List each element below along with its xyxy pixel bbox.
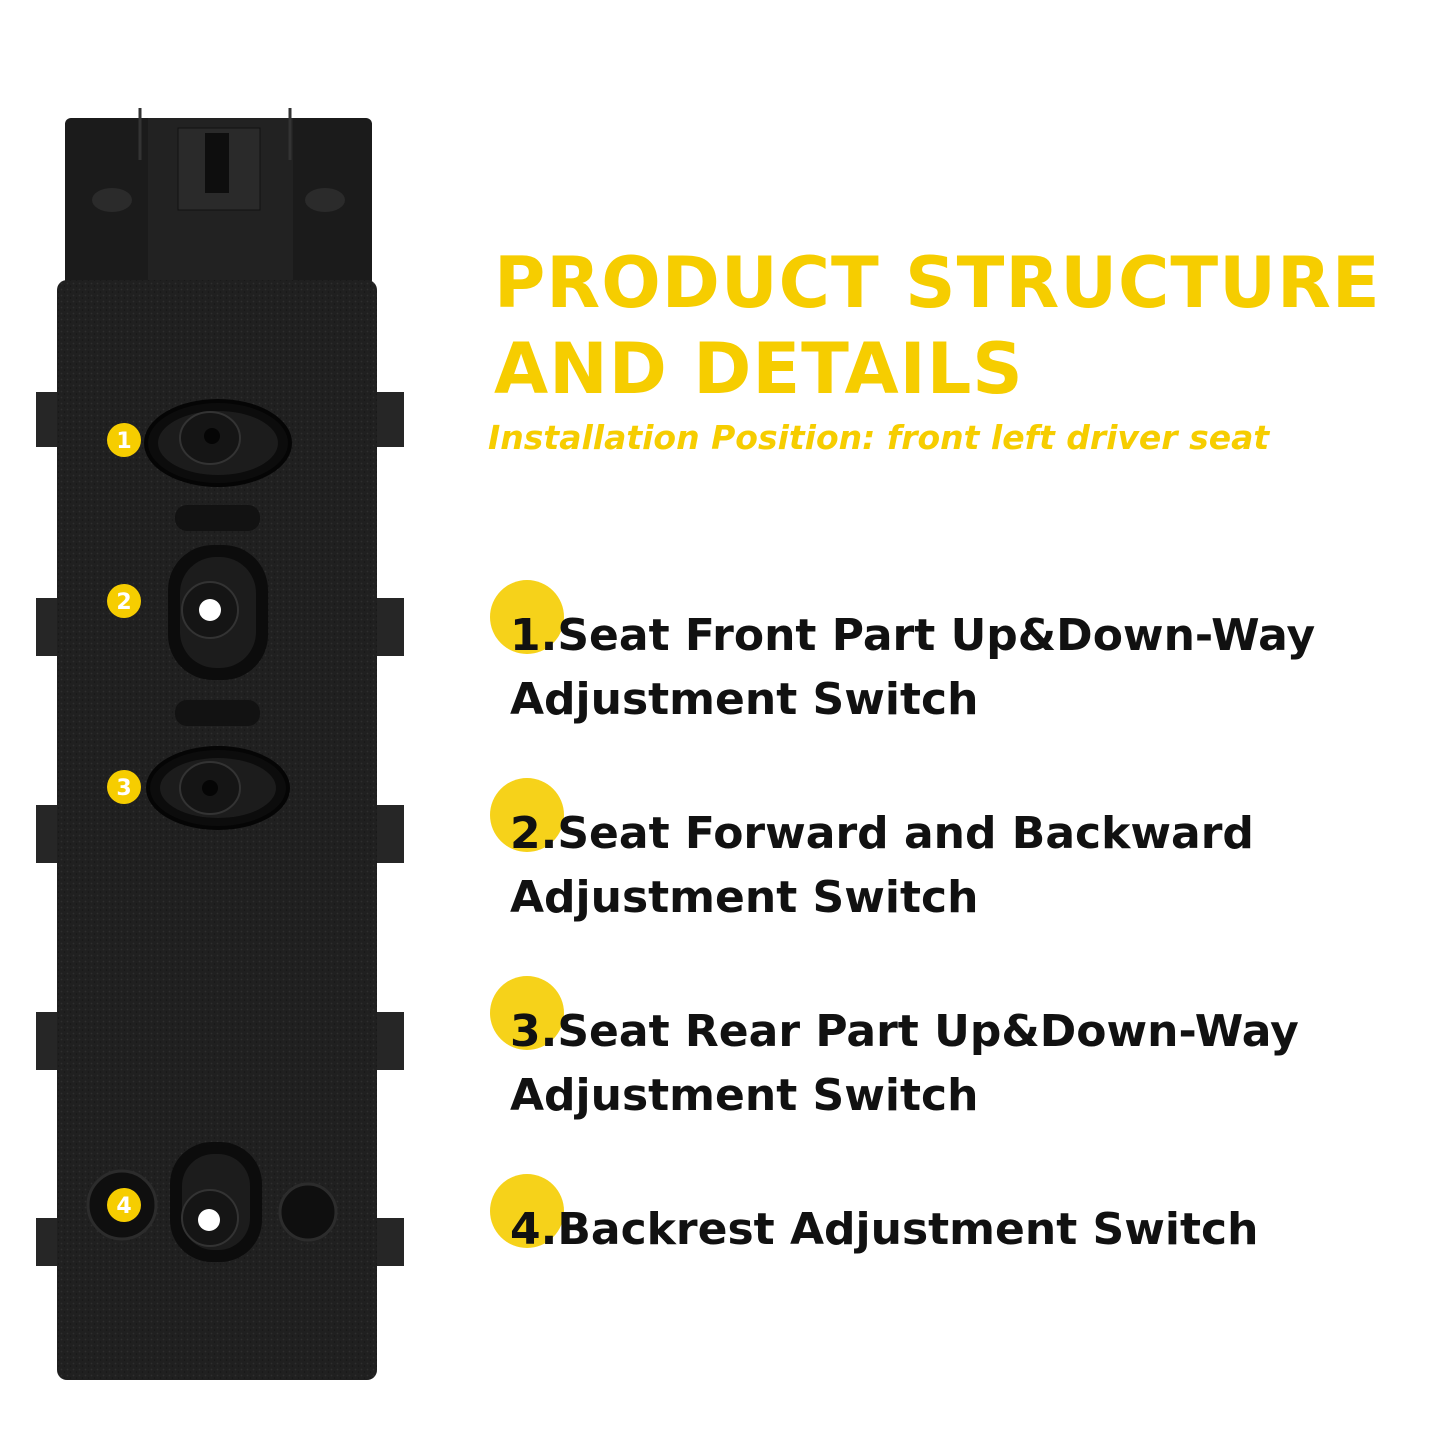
switch-3-rear-up-down xyxy=(146,746,290,830)
yellow-dot-icon xyxy=(490,580,564,654)
installation-position: Installation Position: front left driver… xyxy=(488,418,1270,457)
badge-4: 4 xyxy=(116,1194,131,1219)
side-clips xyxy=(36,392,404,1266)
switch-1-front-up-down xyxy=(144,399,292,487)
feature-line-2: Adjustment Switch xyxy=(510,674,979,725)
yellow-dot-icon xyxy=(490,1174,564,1248)
badge-3: 3 xyxy=(116,776,131,801)
feature-number: 3. xyxy=(510,1006,558,1057)
feature-line-2: Adjustment Switch xyxy=(510,1070,979,1121)
switch-4-backrest xyxy=(86,1142,338,1262)
number-badges: 1 2 3 4 xyxy=(107,423,141,1222)
feature-line-1: Seat Forward and Backward xyxy=(557,808,1254,859)
switch-divider xyxy=(175,700,260,726)
yellow-dot-icon xyxy=(490,778,564,852)
feature-line-2: Adjustment Switch xyxy=(510,872,979,923)
switch-2-forward-backward xyxy=(168,545,268,680)
feature-number: 1. xyxy=(510,610,558,661)
feature-number: 2. xyxy=(510,808,558,859)
feature-line-1: Backrest Adjustment Switch xyxy=(557,1204,1259,1255)
title-line-2: AND DETAILS xyxy=(494,328,1024,410)
seat-switch-illustration: 1 2 3 4 xyxy=(36,108,404,1380)
feature-item-4: 4.Backrest Adjustment Switch xyxy=(490,1174,1420,1262)
feature-line-1: Seat Rear Part Up&Down-Way xyxy=(557,1006,1299,1057)
feature-number: 4. xyxy=(510,1204,558,1255)
feature-line-1: Seat Front Part Up&Down-Way xyxy=(557,610,1316,661)
connector-plug xyxy=(65,108,372,286)
title-line-1: PRODUCT STRUCTURE xyxy=(494,242,1381,324)
badge-1: 1 xyxy=(116,429,131,454)
yellow-dot-icon xyxy=(490,976,564,1050)
badge-2: 2 xyxy=(116,590,131,615)
seat-switch-product-photo: 1 2 3 4 xyxy=(0,0,440,1440)
page-title: PRODUCT STRUCTURE AND DETAILS xyxy=(494,240,1381,412)
switch-housing xyxy=(57,280,377,1380)
switch-divider xyxy=(175,505,260,531)
